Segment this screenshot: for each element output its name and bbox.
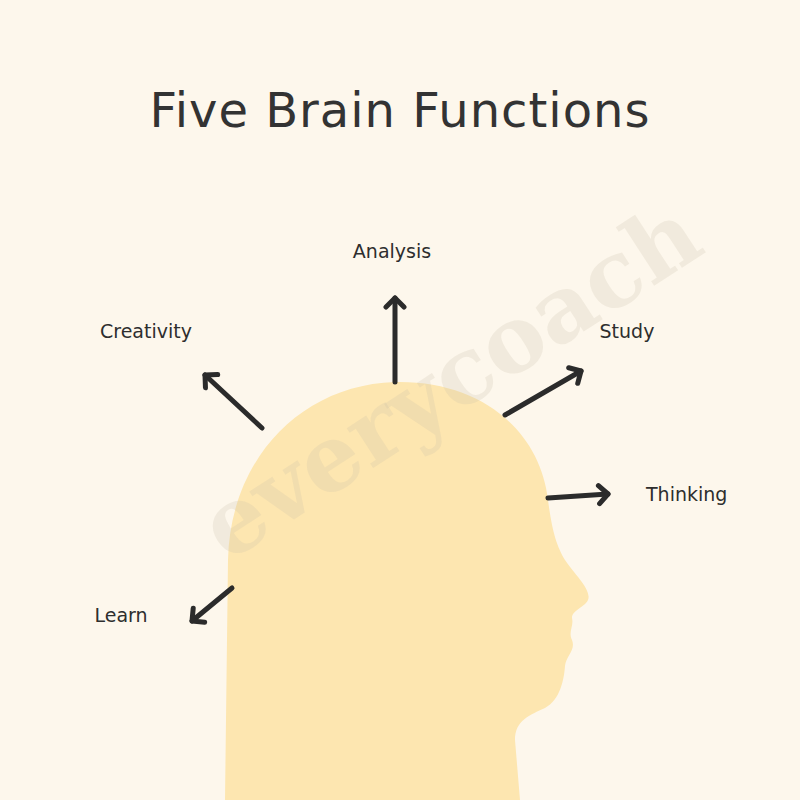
arrow-learn [192, 588, 232, 621]
arrow-thinking [548, 494, 608, 498]
function-label: Analysis [353, 240, 431, 262]
arrow-creativity [205, 375, 262, 428]
function-label: Learn [94, 604, 147, 626]
diagram-title: Five Brain Functions [150, 82, 651, 138]
function-label: Creativity [100, 320, 192, 342]
function-label: Thinking [646, 483, 727, 505]
